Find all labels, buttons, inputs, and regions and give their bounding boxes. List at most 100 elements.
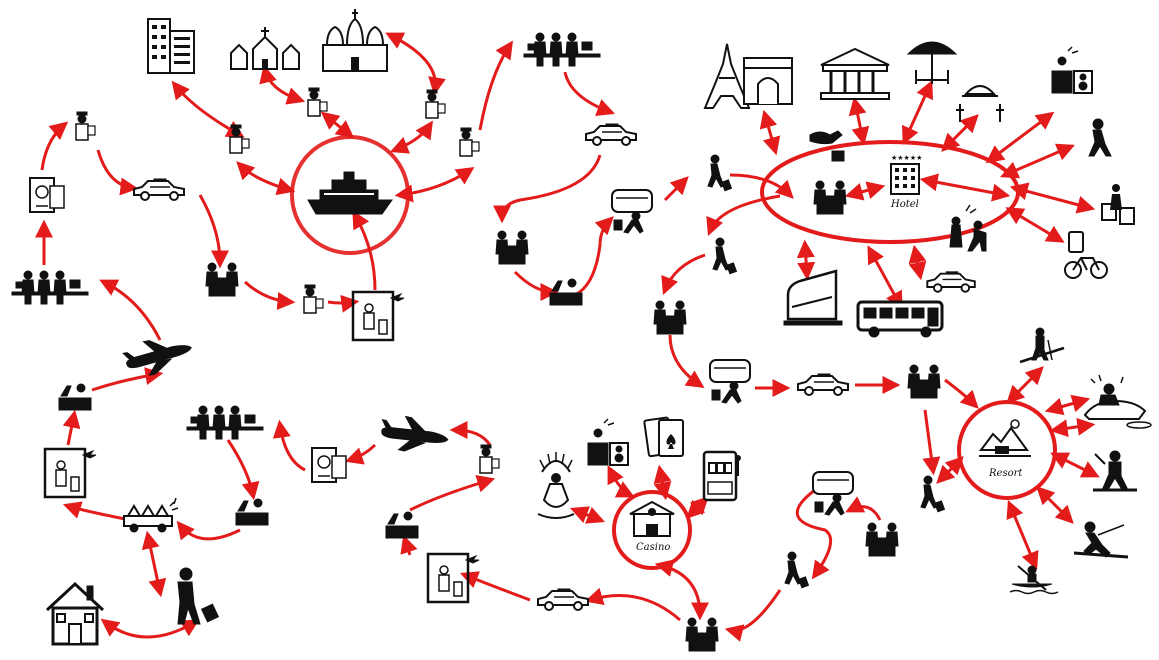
check-in-desk-icon: [866, 523, 898, 556]
arrow-queue2-checkin2: [226, 439, 260, 501]
check-in-desk-icon: [654, 301, 686, 334]
arrow-taxi-desk: [198, 194, 229, 269]
restaurant-icon: [956, 85, 1004, 122]
check-in-desk-icon: [496, 231, 528, 264]
snowmobile-icon: [1083, 374, 1152, 429]
golf-icon: [1093, 450, 1137, 492]
arrow-hotel-arc: [759, 109, 781, 156]
resort-icon: Resort: [979, 419, 1031, 479]
arrow-queue-taxi: [563, 71, 616, 116]
taxi-icon: [585, 123, 637, 146]
museum-icon: [820, 47, 890, 100]
arrow-taxi3-scanner3: [459, 571, 531, 602]
customs-officer-icon: [75, 111, 96, 141]
bus-icon: [856, 300, 944, 338]
taxi-icon: [537, 588, 589, 611]
arrow-officer-queue-top: [478, 40, 513, 131]
arrow-passport2-queue2: [272, 419, 306, 472]
arrow-plane2-passport2: [344, 443, 377, 465]
security-scanner-icon: [43, 447, 98, 499]
customs-officer-icon: [303, 284, 324, 314]
arrow-checkin2-toll: [176, 520, 241, 541]
arrow-scanner-checkin: [62, 409, 81, 446]
walking-person-icon: [712, 237, 737, 275]
flow-arrows: [35, 32, 1100, 642]
passport-icon: [311, 447, 347, 483]
cathedral-icon: [322, 9, 388, 72]
arrow-resort-snowmobile: [1044, 394, 1091, 416]
arrow-hotel-shopping: [1009, 182, 1096, 214]
church-icon: [230, 27, 300, 70]
dj-speaker-icon: [587, 418, 629, 466]
customs-officer-icon: [307, 87, 328, 117]
arrow-desk6-taxi3: [584, 587, 681, 622]
walking-person-icon: [784, 551, 809, 589]
baggage-queue-icon: [187, 406, 263, 439]
arrow-ship-officer-2: [389, 120, 433, 154]
arrow-officer4-plane2: [449, 421, 492, 446]
airplane-icon: [376, 411, 452, 460]
arrow-passport-officer: [40, 121, 69, 171]
casino-label: Casino: [636, 542, 670, 553]
bike-rental-icon: [1064, 231, 1108, 279]
baggage-queue-icon: [12, 271, 88, 304]
arrow-desk5-train3: [845, 496, 882, 521]
arc-de-triomphe-icon: [743, 57, 793, 105]
arrow-ship-officer-3: [394, 167, 475, 203]
customs-officer-icon: [459, 127, 480, 157]
beach-umbrella-icon: [906, 41, 958, 84]
arrow-toll-scanner: [62, 501, 131, 522]
check-in-desk-icon: [686, 618, 718, 651]
office-building-icon: [147, 18, 195, 74]
toll-gate-icon: [123, 497, 179, 533]
arrow-hotel-internal: [919, 173, 1011, 202]
shopping-bags-icon: [1101, 184, 1135, 225]
carnival-dancer-icon: [537, 452, 575, 519]
check-in-desk-icon: [206, 263, 238, 296]
arrow-officer-building: [171, 80, 245, 138]
ship-icon: [307, 171, 393, 215]
train-icon: [812, 471, 854, 516]
baggage-queue-icon: [524, 33, 600, 66]
arrow-hotel-bike: [1005, 207, 1065, 243]
arrow-desk-resort: [944, 378, 979, 409]
arrow-train3-walker4: [795, 488, 833, 580]
check-in-desk-icon: [908, 365, 940, 398]
arrow-plane-queue: [99, 279, 162, 341]
arrow-desk-checkin: [513, 270, 559, 301]
arrow-resort-kayak: [1006, 500, 1039, 570]
resort-hub: Resort: [957, 400, 1057, 500]
hiking-icon: [1019, 327, 1065, 364]
check-in-desk-icon: [235, 498, 269, 526]
arrow-hotel-dj: [985, 111, 1055, 164]
taxi-icon: [797, 373, 849, 396]
water-ski-icon: [1073, 521, 1129, 559]
arrow-checkin-plane: [91, 367, 164, 392]
arrow-traveler-toll: [141, 530, 167, 598]
check-in-desk-icon: [814, 181, 846, 214]
arrow-hotel-museum: [848, 96, 870, 146]
arrow-casino-dancer: [569, 506, 606, 524]
walking-person-icon: [707, 154, 732, 192]
arrow-train-walker: [663, 176, 689, 202]
customs-officer-icon: [425, 89, 446, 119]
arrow-casino-cards: [653, 464, 672, 501]
arrow-ship-officer-1: [236, 161, 296, 196]
arrow-hotel-walk: [1000, 143, 1075, 179]
arrow-hotel-walker-2: [706, 194, 781, 237]
hotel-hub: ★★★★★ Hotel: [760, 140, 1020, 244]
arrow-casino-slots: [686, 496, 709, 519]
train-icon: [709, 359, 751, 404]
arrow-walker-resort: [936, 456, 964, 484]
arrow-hotel-bus: [867, 245, 903, 310]
taxi-icon: [926, 270, 976, 293]
arrow-cathedral-officer: [385, 32, 446, 96]
hotel-label: Hotel: [890, 199, 919, 210]
check-in-desk-icon: [549, 278, 583, 306]
arrow-walker4-desk6: [724, 589, 782, 642]
arrow-hotel-taxi: [908, 244, 927, 281]
taxi-icon: [133, 178, 185, 201]
arrow-officer-taxi: [96, 149, 139, 196]
airplane-icon: [121, 333, 196, 380]
playing-cards-icon: [643, 416, 684, 458]
